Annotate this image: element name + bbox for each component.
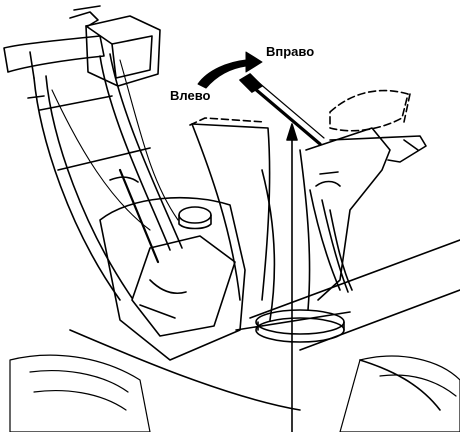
direction-label-right: Вправо (266, 44, 315, 59)
steering-column (255, 127, 391, 343)
lever-bracket (329, 135, 427, 163)
direction-label-left: Влево (170, 88, 211, 103)
reference-arrow (286, 123, 298, 432)
rear-seat-outline (189, 89, 411, 132)
steering-lever (239, 73, 325, 146)
engine-body (99, 168, 246, 361)
column-guard (191, 123, 271, 301)
rotation-arrow (197, 51, 263, 89)
tires (9, 354, 460, 432)
control-box (69, 5, 161, 87)
